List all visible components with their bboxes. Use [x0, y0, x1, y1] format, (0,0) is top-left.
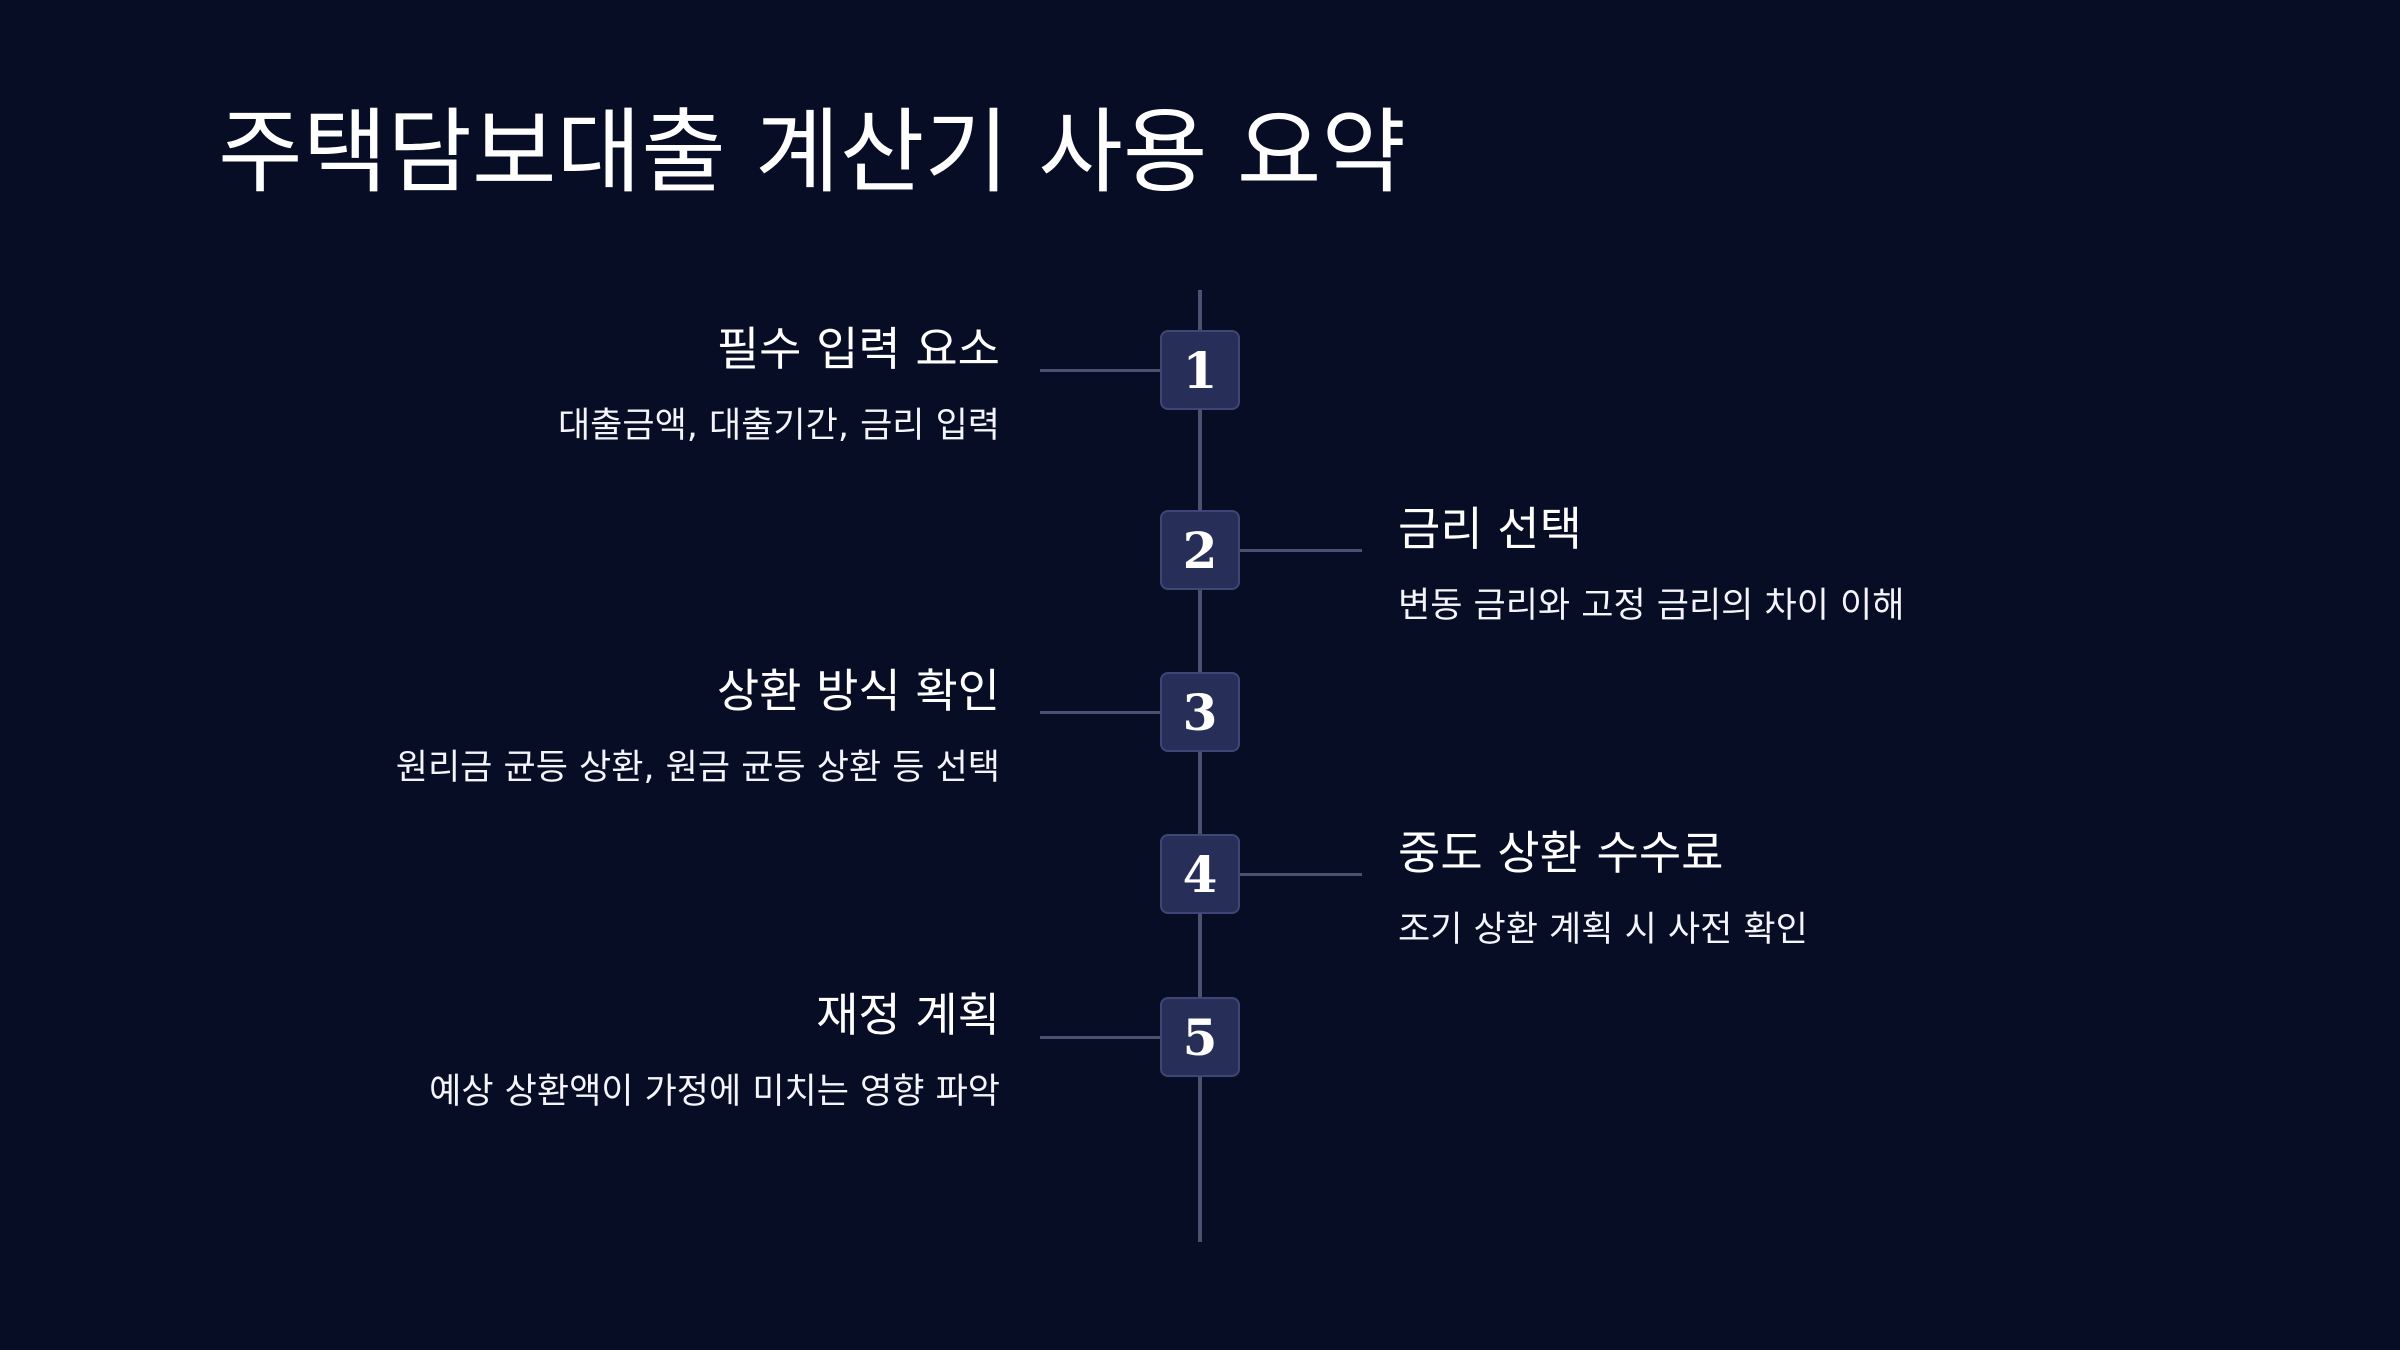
- slide-title: 주택담보대출 계산기 사용 요약: [218, 99, 1407, 206]
- step-description-3: 원리금 균등 상환, 원금 균등 상환 등 선택: [395, 748, 1000, 788]
- step-number-badge-1: 1: [1160, 330, 1240, 410]
- connector-3: [1040, 711, 1160, 714]
- step-heading-1: 필수 입력 요소: [716, 322, 1000, 376]
- step-heading-4: 중도 상환 수수료: [1398, 826, 1724, 880]
- connector-2: [1240, 549, 1362, 552]
- step-number-badge-3: 3: [1160, 672, 1240, 752]
- connector-1: [1040, 369, 1160, 372]
- step-heading-3: 상환 방식 확인: [716, 664, 1000, 718]
- step-description-1: 대출금액, 대출기간, 금리 입력: [557, 406, 1000, 446]
- connector-4: [1240, 873, 1362, 876]
- step-heading-5: 재정 계획: [816, 988, 1000, 1042]
- connector-5: [1040, 1036, 1160, 1039]
- step-number-badge-5: 5: [1160, 997, 1240, 1077]
- step-number-badge-2: 2: [1160, 510, 1240, 590]
- timeline-line: [1198, 290, 1202, 1242]
- step-heading-2: 금리 선택: [1398, 502, 1582, 556]
- step-description-5: 예상 상환액이 가정에 미치는 영향 파악: [429, 1072, 1000, 1112]
- step-number-badge-4: 4: [1160, 834, 1240, 914]
- step-description-2: 변동 금리와 고정 금리의 차이 이해: [1398, 586, 1905, 626]
- step-description-4: 조기 상환 계획 시 사전 확인: [1398, 910, 1808, 950]
